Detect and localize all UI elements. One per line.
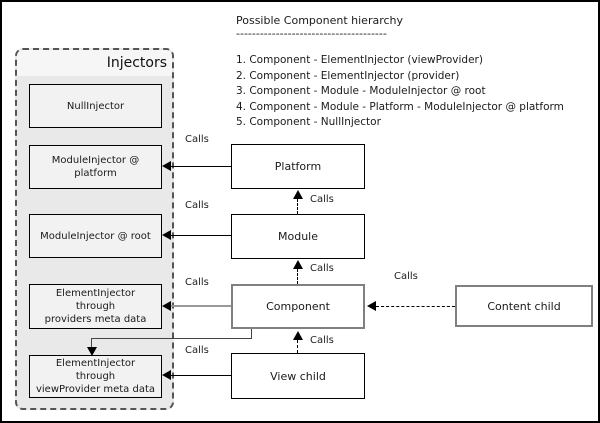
- edge-component-to-module-line: [297, 269, 298, 284]
- edge-label-calls-viewchild-component: Calls: [310, 335, 334, 346]
- node-module-injector-platform: ModuleInjector @ platform: [29, 145, 162, 189]
- node-module: Module: [231, 214, 365, 259]
- node-element-injector-providers-line3: providers meta data: [44, 314, 147, 325]
- hierarchy-underline: --------------------------------------: [236, 27, 387, 40]
- node-component-label: Component: [266, 300, 330, 313]
- edge-module-to-miroot-line: [171, 235, 231, 236]
- edge-viewchild-to-component-arrowhead: [293, 331, 303, 340]
- edge-label-calls-component: Calls: [185, 277, 209, 288]
- node-view-child: View child: [231, 353, 365, 399]
- edge-viewchild-to-eiviewprovider-line: [171, 375, 231, 376]
- node-module-injector-root-label: ModuleInjector @ root: [40, 230, 151, 242]
- hierarchy-item-2: 2. Component - ElementInjector (provider…: [236, 69, 460, 82]
- edge-label-calls-platform: Calls: [185, 134, 209, 145]
- node-element-injector-viewprovider-line3: viewProvider meta data: [35, 384, 156, 395]
- edge-contentchild-to-component-arrowhead: [367, 301, 376, 311]
- node-element-injector-viewprovider-line1: ElementInjector: [55, 358, 136, 369]
- injectors-panel-header: Injectors: [17, 50, 172, 76]
- node-element-injector-providers-line2: through: [75, 301, 116, 312]
- node-platform: Platform: [231, 144, 365, 189]
- edge-label-calls-module: Calls: [185, 200, 209, 211]
- edge-component-to-eiviewprovider-seg3: [91, 338, 92, 348]
- edge-label-calls-contentchild: Calls: [394, 271, 418, 282]
- node-element-injector-viewprovider: ElementInjector through viewProvider met…: [29, 355, 162, 398]
- edge-component-to-eiviewprovider-arrowhead: [87, 347, 97, 356]
- node-content-child-label: Content child: [487, 299, 561, 313]
- node-null-injector: NullInjector: [29, 84, 162, 128]
- edge-platform-to-miplatform-arrowhead: [162, 161, 171, 171]
- node-element-injector-providers-line1: ElementInjector: [55, 288, 136, 299]
- node-module-label: Module: [278, 230, 318, 243]
- edge-component-to-eiviewprovider-seg2: [91, 338, 252, 339]
- edge-component-to-eiviewprovider-seg1: [251, 329, 252, 339]
- hierarchy-item-1: 1. Component - ElementInjector (viewProv…: [236, 54, 483, 66]
- edge-label-calls-module-platform: Calls: [310, 194, 334, 205]
- hierarchy-item-4: 4. Component - Module - Platform - Modul…: [236, 100, 564, 113]
- node-element-injector-viewprovider-line2: through: [75, 371, 116, 382]
- edge-component-to-eiproviders-line: [171, 305, 231, 307]
- hierarchy-list: 1. Component - ElementInjector (viewProv…: [236, 53, 598, 131]
- node-module-injector-root: ModuleInjector @ root: [29, 214, 162, 258]
- node-content-child: Content child: [455, 285, 593, 327]
- node-element-injector-providers: ElementInjector through providers meta d…: [29, 284, 162, 329]
- node-platform-label: Platform: [274, 160, 322, 173]
- edge-module-to-platform-line: [297, 199, 298, 214]
- edge-component-to-eiproviders-arrowhead: [162, 301, 171, 311]
- edge-module-to-miroot-arrowhead: [162, 230, 171, 240]
- hierarchy-item-5: 5. Component - NullInjector: [236, 116, 381, 128]
- injectors-panel-title: Injectors: [106, 55, 167, 71]
- hierarchy-item-3: 3. Component - Module - ModuleInjector @…: [236, 85, 486, 97]
- edge-platform-to-miplatform-line: [171, 166, 231, 167]
- edge-viewchild-to-component-line: [297, 340, 298, 353]
- edge-module-to-platform-arrowhead: [293, 190, 303, 199]
- node-null-injector-label: NullInjector: [66, 100, 125, 112]
- edge-label-calls-component-module: Calls: [310, 263, 334, 274]
- edge-contentchild-to-component-line: [376, 306, 455, 307]
- hierarchy-title: Possible Component hierarchy: [236, 14, 404, 27]
- edge-label-calls-viewchild: Calls: [185, 345, 209, 356]
- node-component: Component: [231, 284, 365, 329]
- hierarchy-legend: Possible Component hierarchy -----------…: [236, 14, 598, 131]
- edge-viewchild-to-eiviewprovider-arrowhead: [162, 370, 171, 380]
- node-module-injector-platform-label: ModuleInjector @ platform: [51, 155, 140, 179]
- edge-component-to-module-arrowhead: [293, 260, 303, 269]
- node-view-child-label: View child: [270, 369, 326, 383]
